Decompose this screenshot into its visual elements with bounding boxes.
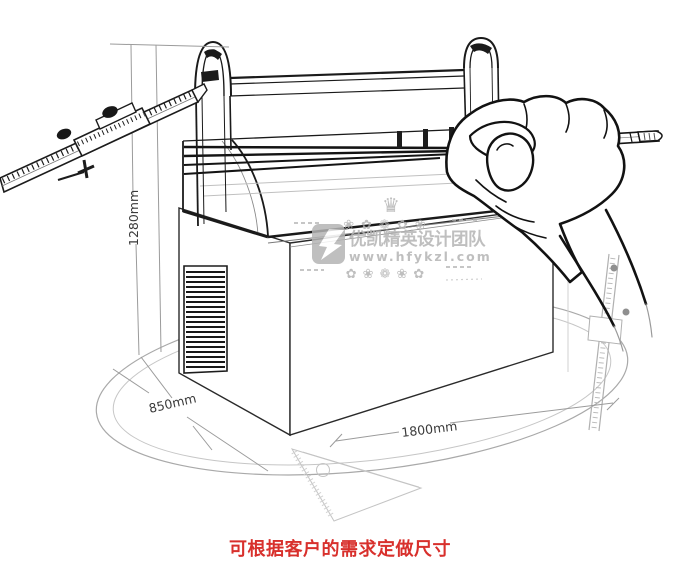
flourish-dotted-line — [445, 278, 483, 281]
rail-3 — [183, 153, 457, 166]
arch-right-outer — [463, 36, 499, 69]
caliper-left-upper-jaw — [95, 102, 137, 130]
flourish-top-icon: ❀✿❁✿❀ — [343, 218, 432, 233]
arch-right-shade — [470, 43, 492, 54]
dim-width-line — [335, 402, 614, 442]
crown-icon: ♛ — [382, 193, 400, 217]
dim-width-end-ticks — [329, 397, 620, 448]
triangle-ruler-inner-edge — [302, 451, 420, 488]
cabinet-front-face — [289, 206, 554, 436]
arch-left-post2-inner — [223, 95, 227, 213]
dim-depth-line-2 — [140, 356, 213, 451]
pencil-eraser-hatch — [643, 132, 656, 141]
caliper-right-knob-1 — [610, 264, 618, 272]
rail-2 — [183, 149, 457, 158]
watermark-brand-text: 优凯精英设计团队 — [349, 229, 486, 250]
dimension-lines — [109, 43, 620, 472]
dim-label-depth: 850mm — [147, 390, 197, 415]
rail-1 — [183, 145, 457, 150]
top-rail-upper — [229, 68, 465, 80]
customization-caption: 可根据客户的需求定做尺寸 — [229, 539, 451, 560]
caliper-left-slide-ticks — [76, 111, 146, 147]
curved-glass-inner — [221, 140, 259, 236]
vent-grille — [183, 265, 228, 374]
top-rail-upper-inner — [229, 75, 465, 85]
watermark-website-text: www.hfykzl.com — [349, 249, 492, 264]
dim-top-tick — [109, 43, 230, 48]
triangle-ruler-hole — [316, 463, 330, 477]
arch-left-outer — [194, 40, 232, 97]
flourish-bottom-icon: ✿❀❁❀✿ — [346, 267, 430, 282]
thumb — [486, 132, 535, 192]
lightning-logo-icon — [319, 229, 344, 260]
rail-post-2 — [423, 129, 428, 147]
arch-left — [194, 40, 232, 227]
caliper-right-slide — [587, 315, 623, 345]
caliper-sketch-left — [0, 83, 208, 194]
forearm-fade-lines — [613, 303, 653, 352]
flourish-dashes-bottom — [300, 266, 472, 271]
arch-left-post-inner — [201, 95, 205, 225]
arch-left-post2-outer — [229, 95, 232, 151]
arch-left-shade — [204, 49, 222, 60]
finger-creases — [475, 179, 547, 239]
forearm-lines — [558, 208, 648, 328]
caliper-left-knob-1 — [56, 128, 72, 140]
dim-label-height: 1280mm — [126, 190, 141, 246]
rail-4 — [183, 157, 441, 175]
vent-grille-louvers — [186, 271, 225, 368]
display-rails — [183, 145, 457, 175]
arch-left-bracket — [201, 70, 219, 82]
caliper-left-screw — [77, 159, 95, 179]
caliper-left-depth-rod — [57, 170, 85, 182]
dim-height-line-2 — [155, 44, 162, 353]
triangle-ruler-sketch — [290, 448, 423, 522]
hand-pencil-sketch — [445, 94, 653, 352]
rail-post-1 — [397, 131, 402, 148]
flourish-dashes-top — [294, 219, 478, 224]
caliper-right-knob-2 — [622, 308, 630, 316]
arch-left-post-outer — [195, 95, 199, 227]
watermark: ♛ ❀✿❁✿❀ 优凯精英设计团队 www.hfykzl.com ✿❀❁❀✿ — [294, 193, 492, 282]
pencil-ferrule — [629, 132, 641, 143]
top-rail-lower — [229, 87, 465, 97]
dim-depth-line-1 — [112, 368, 269, 472]
thumb-nail — [496, 143, 514, 151]
caliper-left-knob-2 — [102, 106, 118, 118]
caliper-left-jaw — [191, 83, 208, 104]
cabinet-body — [178, 206, 554, 437]
triangle-ruler-outline — [290, 448, 423, 522]
triangle-ruler-hatching — [291, 450, 335, 519]
dim-label-width: 1800mm — [401, 418, 459, 440]
